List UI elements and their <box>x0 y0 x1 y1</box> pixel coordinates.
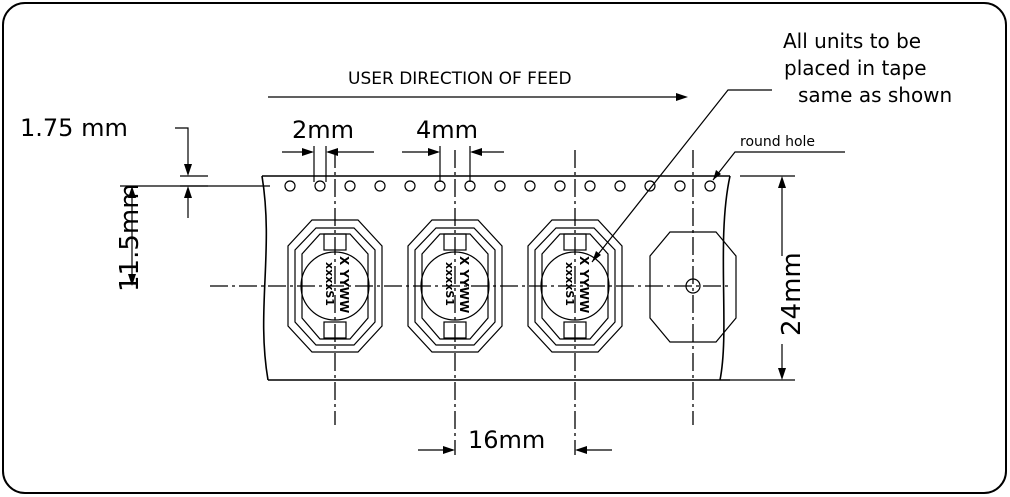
svg-text:11.5mm: 11.5mm <box>115 183 145 292</box>
pocket-with-unit: X YYWW xxxxS1 <box>287 219 383 353</box>
pocket-with-unit: X YYWW xxxxS1 <box>527 219 623 353</box>
round-hole-leader <box>712 151 845 181</box>
carrier-tape <box>261 175 731 381</box>
note-line-1: All units to be <box>783 29 921 53</box>
dim-center-offset: 11.5mm <box>115 183 270 292</box>
svg-text:4mm: 4mm <box>416 116 478 144</box>
empty-pocket <box>649 231 737 343</box>
svg-text:X YYWW: X YYWW <box>457 256 471 313</box>
note-leader <box>591 89 772 263</box>
svg-text:xxxxS1: xxxxS1 <box>323 262 336 306</box>
dim-hole-pitch: 4mm <box>402 116 504 182</box>
svg-text:X YYWW: X YYWW <box>337 256 351 313</box>
sprocket-holes <box>284 180 716 192</box>
note-line-3: same as shown <box>798 83 952 107</box>
svg-text:2mm: 2mm <box>292 116 354 144</box>
dim-hole-offset: 1.75 mm <box>20 114 208 218</box>
svg-text:24mm: 24mm <box>777 252 807 336</box>
feed-direction-arrow <box>268 93 688 101</box>
svg-text:X YYWW: X YYWW <box>577 256 591 313</box>
pocket-with-unit: X YYWW xxxxS1 <box>407 219 503 353</box>
svg-text:xxxxS1: xxxxS1 <box>443 262 456 306</box>
dim-pocket-pitch: 16mm <box>418 426 612 454</box>
svg-text:xxxxS1: xxxxS1 <box>563 262 576 306</box>
dim-tape-width: 24mm <box>730 175 807 381</box>
svg-text:16mm: 16mm <box>468 426 545 454</box>
pocket-center-lines <box>334 150 694 455</box>
round-hole-label: round hole <box>740 134 815 150</box>
feed-direction-label: USER DIRECTION OF FEED <box>348 69 572 89</box>
svg-text:1.75 mm: 1.75 mm <box>20 114 128 142</box>
dim-hole-diameter: 2mm <box>282 116 374 182</box>
note-line-2: placed in tape <box>784 56 927 80</box>
